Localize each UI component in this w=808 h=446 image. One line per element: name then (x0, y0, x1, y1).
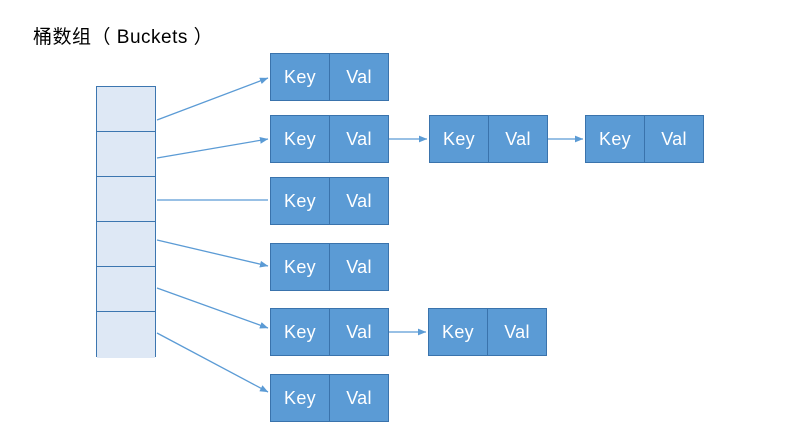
node-key-label: Key (271, 116, 330, 162)
edge-bucket-4-to-node (156, 287, 269, 329)
node-key-label: Key (429, 309, 488, 355)
bucket-cell-1[interactable] (97, 132, 155, 178)
node-key-label: Key (271, 54, 330, 100)
node-chain-1-2[interactable]: Key Val (585, 115, 704, 163)
node-key-label: Key (271, 375, 330, 421)
node-chain-1-1[interactable]: Key Val (429, 115, 548, 163)
node-val-label: Val (505, 128, 531, 149)
node-val-label: Val (346, 128, 372, 149)
edge-bucket-0-to-node (156, 77, 269, 121)
node-chain-0-0[interactable]: Key Val (270, 53, 389, 101)
bucket-cell-5[interactable] (97, 312, 155, 358)
node-val-label: Val (346, 256, 372, 277)
node-val-label: Val (346, 66, 372, 87)
node-key-label: Key (271, 178, 330, 224)
node-val-label: Val (346, 387, 372, 408)
bucket-cell-3[interactable] (97, 222, 155, 268)
node-val-label: Val (504, 321, 530, 342)
node-key-label: Key (271, 244, 330, 290)
node-chain-1-0[interactable]: Key Val (270, 115, 389, 163)
edge-bucket-5-to-node (156, 332, 269, 393)
edge-bucket-1-to-node (156, 137, 269, 159)
node-chain-3-0[interactable]: Key Val (270, 243, 389, 291)
node-val-label: Val (661, 128, 687, 149)
node-val-label: Val (346, 190, 372, 211)
node-val-label: Val (346, 321, 372, 342)
diagram-title: 桶数组（ Buckets ） (33, 27, 214, 48)
node-key-label: Key (586, 116, 645, 162)
node-chain-4-1[interactable]: Key Val (428, 308, 547, 356)
node-chain-4-0[interactable]: Key Val (270, 308, 389, 356)
node-key-label: Key (271, 309, 330, 355)
node-chain-5-0[interactable]: Key Val (270, 374, 389, 422)
node-chain-2-0[interactable]: Key Val (270, 177, 389, 225)
bucket-cell-0[interactable] (97, 87, 155, 133)
bucket-cell-4[interactable] (97, 267, 155, 313)
edge-bucket-3-to-node (156, 239, 269, 268)
bucket-array (96, 86, 156, 358)
node-key-label: Key (430, 116, 489, 162)
bucket-cell-2[interactable] (97, 177, 155, 223)
